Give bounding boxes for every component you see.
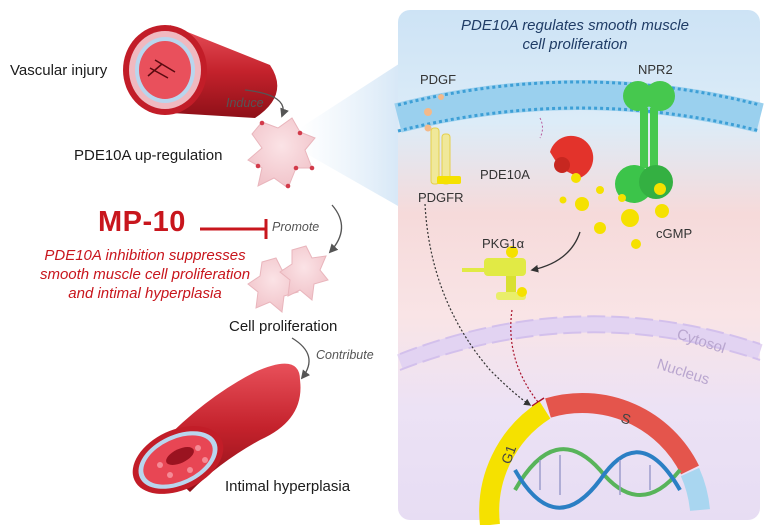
vascular-injury-label: Vascular injury: [10, 62, 108, 79]
panel-title-line: PDE10A regulates smooth muscle: [461, 17, 689, 34]
cgmp-molecules: [559, 183, 669, 249]
cell-panel: [398, 10, 760, 520]
pkg1a-label: PKG1α: [482, 236, 525, 251]
intimal-hyperplasia-label: Intimal hyperplasia: [225, 478, 351, 495]
induce-label: Induce: [226, 96, 264, 110]
pde10a-link: [539, 117, 543, 139]
npr2-label: NPR2: [638, 62, 673, 77]
pdgf-ligands: [424, 94, 444, 132]
cgmp-to-pkg-arrow: [530, 231, 581, 273]
hyperplasia-vessel: [132, 363, 301, 494]
contribute-label: Contribute: [316, 348, 374, 362]
panel-title: PDE10A regulates smooth muscle cell prol…: [405, 16, 745, 54]
panel-title-line: cell proliferation: [522, 36, 628, 53]
inhibition-bar: [200, 219, 268, 239]
pdgfr-to-cycle-arrow: [424, 203, 532, 406]
npr2-receptor: [615, 81, 675, 203]
pde10a-label: PDE10A: [480, 167, 530, 182]
g1-label: G1: [498, 443, 519, 466]
pde10a-enzyme: [550, 135, 594, 183]
upregulated-cell: [247, 117, 316, 189]
pkg1a-kinase: [462, 246, 527, 300]
caption-line: PDE10A inhibition suppresses: [44, 247, 246, 264]
pdgf-label: PDGF: [420, 72, 457, 87]
cell-cycle: [479, 392, 710, 525]
caption-line: and intimal hyperplasia: [68, 285, 222, 302]
caption-line: smooth muscle cell proliferation: [39, 266, 251, 283]
pdgfr-label: PDGFR: [418, 190, 464, 205]
mp10-drug-label: MP-10: [98, 206, 186, 238]
promote-label: Promote: [272, 220, 320, 234]
induce-arrow: [244, 89, 289, 118]
cell-proliferation-label: Cell proliferation: [229, 318, 338, 335]
injured-vessel: [123, 25, 278, 118]
pdgfr-receptor: [430, 127, 461, 185]
contribute-arrow: [291, 337, 311, 380]
nuclear-envelope: [397, 315, 763, 371]
pkg-inhibition-line: [510, 309, 545, 407]
inhibition-caption: PDE10A inhibition suppresses smooth musc…: [14, 246, 276, 303]
cell-membrane: [394, 80, 764, 133]
zoom-wedge: [300, 60, 405, 210]
pde10a-upregulation-label: PDE10A up-regulation: [74, 147, 223, 164]
promote-arrow: [328, 204, 343, 254]
proliferating-cells: [247, 245, 329, 313]
cgmp-label: cGMP: [656, 226, 693, 241]
dna-helix: [513, 447, 682, 510]
